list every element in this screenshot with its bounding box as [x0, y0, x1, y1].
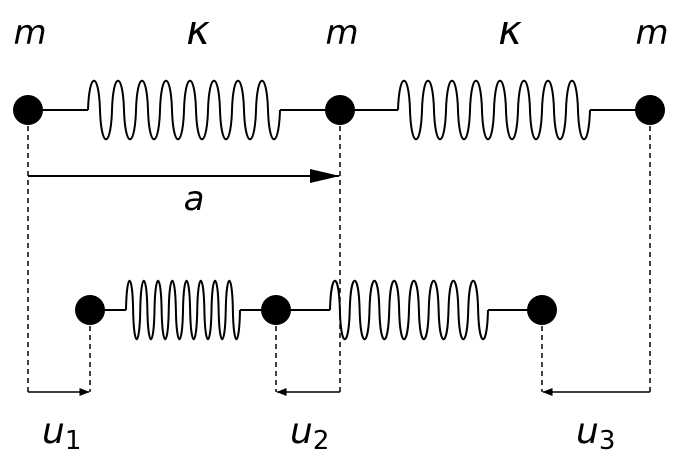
spring-bottom-1 — [125, 279, 241, 341]
mass-label-1: m — [13, 13, 46, 53]
bottom-chain — [75, 279, 557, 341]
spring-bottom-2 — [329, 279, 489, 341]
displacement-index-3: 3 — [599, 426, 616, 456]
spring-constant-label-1: κ — [186, 8, 210, 54]
equilibrium-reference-lines — [27, 126, 651, 392]
mass-label-2: m — [325, 13, 358, 53]
displacement-label-2: u2 — [290, 411, 329, 456]
spring-constant-label-2: κ — [498, 8, 522, 54]
bottom-mass-3 — [527, 295, 557, 325]
top-mass-2 — [325, 95, 355, 125]
displacement-label-1: u1 — [42, 411, 81, 456]
lattice-spacing-arrow: a — [28, 169, 340, 219]
displacement-symbol-1: u — [42, 411, 65, 452]
lattice-spacing-label: a — [184, 179, 205, 219]
displacement-symbol-2: u — [290, 411, 313, 452]
bottom-mass-2 — [261, 295, 291, 325]
displacement-index-2: 2 — [313, 426, 330, 456]
displacement-symbol-3: u — [576, 411, 599, 452]
spring-top-1 — [87, 79, 281, 141]
bottom-mass-1 — [75, 295, 105, 325]
top-mass-1 — [13, 95, 43, 125]
displacement-index-1: 1 — [65, 426, 82, 456]
displacement-labels: u1 u2 u3 — [42, 411, 615, 456]
mass-label-3: m — [635, 13, 668, 53]
top-mass-3 — [635, 95, 665, 125]
spring-top-2 — [397, 79, 591, 141]
top-chain: m m m κ κ — [13, 8, 669, 141]
displacement-label-3: u3 — [576, 411, 615, 456]
